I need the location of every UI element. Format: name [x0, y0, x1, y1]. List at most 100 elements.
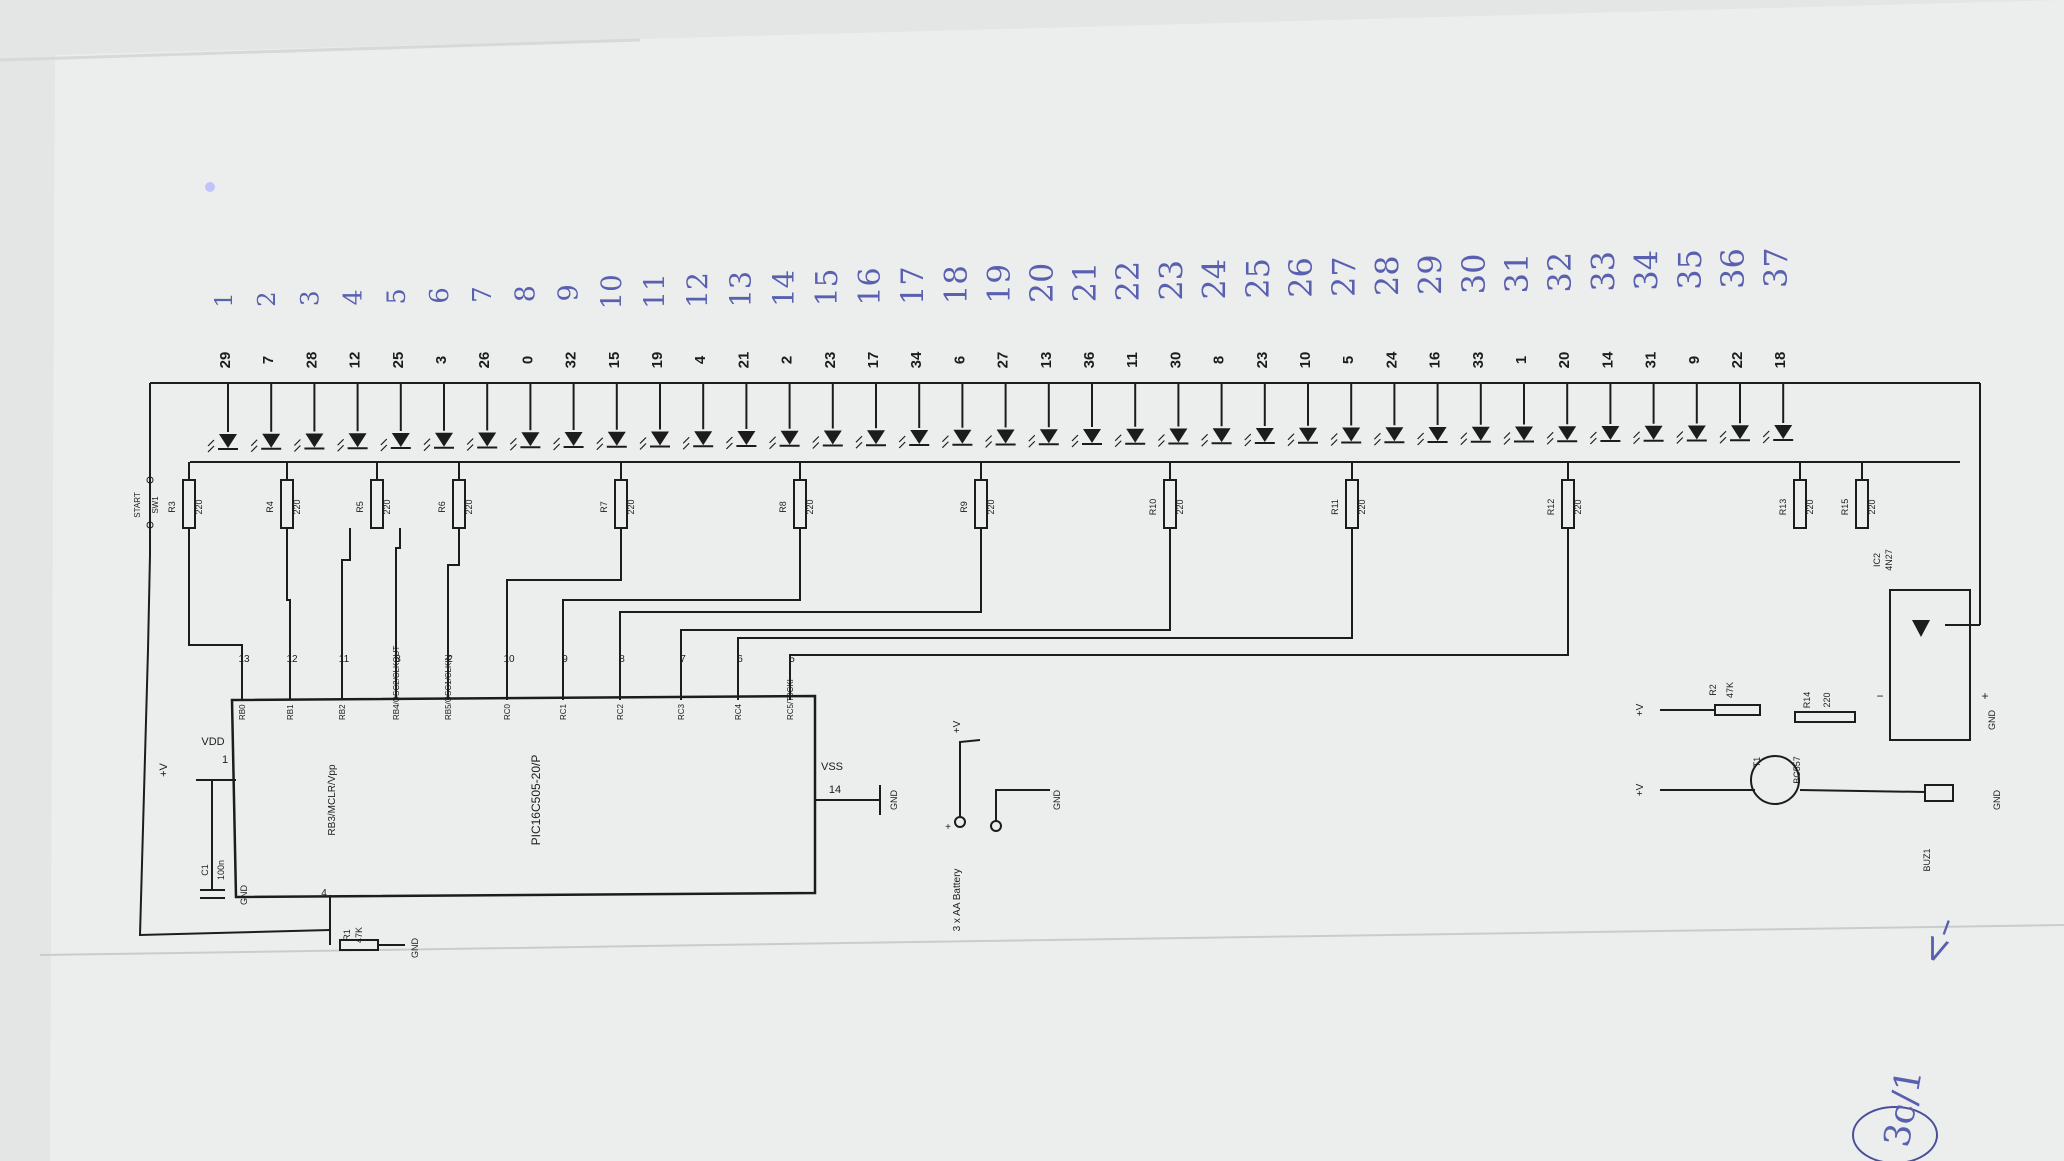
led-diode-icon: [466, 432, 498, 451]
led-ray: [898, 441, 906, 449]
led-triangle: [1428, 427, 1447, 441]
led-triangle: [391, 433, 410, 447]
resistor-value: 220: [986, 499, 996, 514]
ic2-type: 4N27: [1884, 549, 1894, 571]
led-triangle: [305, 433, 324, 448]
resistor-body: [452, 479, 466, 529]
ic-pin-number: 10: [503, 654, 515, 665]
led-triangle: [1255, 428, 1274, 442]
led-diode-icon: [1546, 426, 1578, 445]
led-ray: [466, 444, 474, 451]
led-triangle: [1515, 426, 1533, 441]
led-diode-icon: [207, 434, 238, 453]
led-number-printed: 20: [1556, 352, 1573, 369]
led-diode-icon: [1028, 429, 1059, 448]
led-number-handwritten: 10: [595, 274, 628, 309]
led-diode-icon: [553, 432, 584, 451]
led-number-handwritten: 25: [1239, 258, 1277, 299]
led-number-handwritten: 36: [1714, 248, 1752, 289]
led-triangle: [1342, 427, 1361, 442]
led-ray: [1201, 433, 1209, 441]
transistor-name: T1: [1752, 757, 1762, 768]
led-ray: [380, 438, 388, 446]
led-diode-icon: [898, 430, 930, 449]
paper-edge: [0, 38, 641, 62]
led-ray: [1373, 432, 1381, 440]
led-diode-icon: [682, 431, 714, 450]
led-ray: [553, 443, 561, 451]
led-number-printed: 34: [908, 351, 925, 368]
led-ray: [337, 444, 345, 452]
ic-pin-number: 11: [339, 654, 350, 665]
led-triangle: [219, 434, 237, 448]
ic-pin-name: RC4: [734, 703, 743, 720]
led-ray: [553, 437, 561, 445]
led-ray: [423, 438, 431, 446]
led-ray: [293, 445, 301, 452]
led-diode-icon: [1676, 425, 1707, 444]
led-number-handwritten: 20: [1025, 263, 1061, 303]
resistor: [182, 479, 196, 529]
led-diode-icon: [250, 433, 282, 453]
buzzer-icon: [1924, 784, 1954, 802]
led-number-handwritten: 17: [896, 266, 931, 305]
battery-terminal: [990, 820, 1002, 832]
led-triangle: [1731, 425, 1749, 440]
led-ray: [1028, 440, 1036, 448]
led-triangle: [1774, 425, 1793, 439]
resistor-body: [280, 479, 294, 529]
resistor-body: [1793, 479, 1807, 529]
resistor: [370, 479, 384, 529]
led-diode-icon: [1589, 426, 1621, 445]
led-diode-icon: [1071, 429, 1102, 448]
ic-vss-pin: 14: [829, 784, 841, 796]
pin-route-wire: [789, 528, 1569, 700]
led-number-handwritten: 7: [467, 286, 498, 303]
led-ray: [596, 443, 604, 451]
r1-name: R1: [342, 929, 352, 941]
led-triangle: [1471, 426, 1490, 441]
led-number-printed: 21: [735, 352, 752, 369]
ic2-name: IC2: [1872, 553, 1882, 567]
light-reflection: [205, 182, 215, 192]
led-ray: [250, 439, 258, 447]
led-ray: [466, 438, 474, 445]
led-diode-icon: [985, 429, 1016, 448]
ic-pin-name: RB2: [338, 704, 347, 720]
pin-route-wire: [395, 528, 401, 700]
led-number-handwritten: 13: [723, 271, 757, 308]
resistor-name: R8: [778, 501, 788, 513]
r2-name: R2: [1708, 684, 1718, 696]
resistor-value: 220: [1805, 499, 1815, 514]
led-ray: [423, 444, 431, 452]
led-triangle: [1169, 428, 1188, 443]
led-number-handwritten: 35: [1671, 249, 1709, 290]
led-number-handwritten: 6: [425, 287, 455, 304]
led-ray: [1633, 437, 1641, 445]
transistor-vplus: +V: [1635, 783, 1646, 796]
led-number-handwritten: 26: [1282, 257, 1320, 298]
ic-pin-number: 13: [238, 654, 250, 665]
led-number-handwritten: 3: [295, 290, 324, 306]
switch-ref: SW1: [151, 496, 160, 514]
led-number-printed: 27: [995, 352, 1012, 369]
led-triangle: [478, 432, 497, 447]
resistor: [793, 479, 807, 529]
led-triangle: [867, 430, 885, 445]
led-ray: [250, 445, 258, 453]
resistor-body: [1163, 479, 1177, 529]
led-triangle: [910, 430, 929, 444]
led-ray: [1071, 440, 1079, 448]
ic-pin-number: 5: [789, 654, 795, 665]
vss-gnd-label: GND: [889, 790, 899, 811]
led-number-printed: 6: [951, 356, 968, 364]
led-number-handwritten: 4: [339, 289, 368, 305]
led-ray: [1157, 440, 1165, 447]
led-diode-icon: [509, 432, 541, 451]
ic-pin-number: 6: [737, 654, 743, 665]
led-number-handwritten: 22: [1109, 261, 1147, 302]
resistor-value: 220: [1175, 499, 1185, 514]
resistor: [1855, 479, 1869, 529]
led-number-handwritten: 37: [1757, 247, 1795, 288]
led-ray: [380, 444, 388, 452]
